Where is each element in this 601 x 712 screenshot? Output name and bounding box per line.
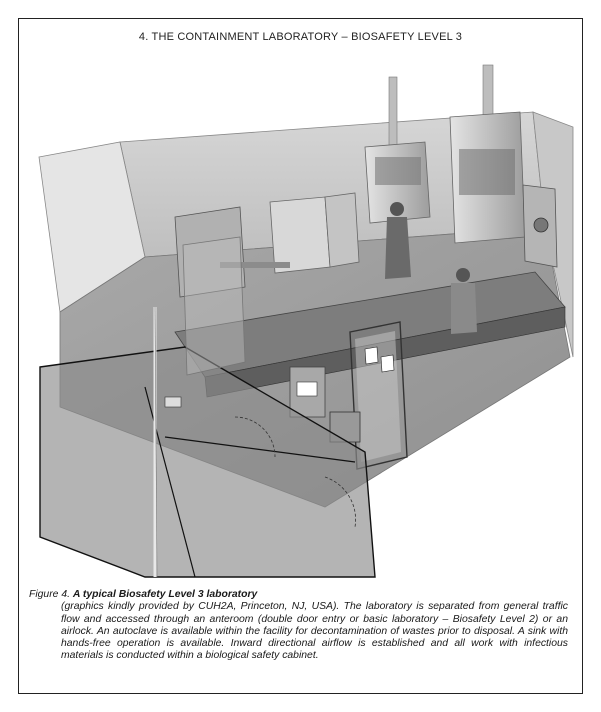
page-header: 4. THE CONTAINMENT LABORATORY – BIOSAFET… [138, 31, 463, 43]
document-page: 4. THE CONTAINMENT LABORATORY – BIOSAFET… [18, 18, 583, 694]
sink [164, 396, 182, 408]
laboratory-illustration [38, 64, 574, 578]
equipment-left [269, 196, 331, 274]
person-at-cabinet [385, 202, 411, 279]
figure-caption-text: (graphics kindly provided by CUH2A, Prin… [61, 601, 568, 662]
left-workstation [174, 206, 246, 298]
figure-heading: Figure 4. A typical Biosafety Level 3 la… [29, 589, 568, 601]
glass-partition [182, 236, 246, 376]
duct-left [388, 76, 398, 153]
figure-title: A typical Biosafety Level 3 laboratory [72, 589, 258, 600]
figure-label: Figure 4. [29, 589, 71, 600]
person-at-bench [451, 268, 477, 334]
anteroom-floor [39, 346, 376, 578]
figure-caption: Figure 4. A typical Biosafety Level 3 la… [29, 589, 568, 663]
